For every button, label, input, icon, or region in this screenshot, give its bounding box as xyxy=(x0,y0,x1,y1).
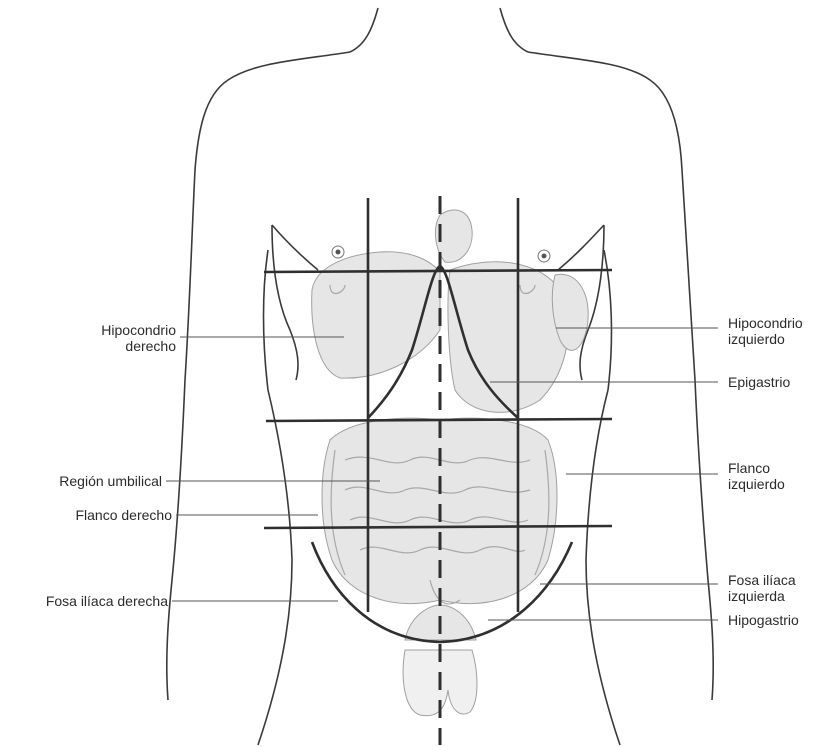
label-fosa-iliaca-derecha: Fosa ilíaca derecha xyxy=(6,593,168,609)
label-line: izquierdo xyxy=(728,331,803,347)
label-flanco-derecho: Flanco derecho xyxy=(10,507,172,523)
label-text: Fosa ilíaca derecha xyxy=(46,593,168,609)
label-fosa-iliaca-izquierda: Fosa ilíaca izquierda xyxy=(728,572,796,604)
label-line: Fosa ilíaca xyxy=(728,572,796,588)
label-hipocondrio-derecho: Hipocondrio derecho xyxy=(66,322,176,354)
label-line: Hipocondrio xyxy=(66,322,176,338)
label-text: Región umbilical xyxy=(59,473,162,489)
label-line: izquierda xyxy=(728,588,796,604)
label-line: Flanco xyxy=(728,460,785,476)
label-hipocondrio-izquierdo: Hipocondrio izquierdo xyxy=(728,315,803,347)
label-text: Epigastrio xyxy=(728,374,790,390)
label-epigastrio: Epigastrio xyxy=(728,374,790,390)
label-hipogastrio: Hipogastrio xyxy=(728,612,799,628)
label-line: derecho xyxy=(66,338,176,354)
label-region-umbilical: Región umbilical xyxy=(10,473,162,489)
label-flanco-izquierdo: Flanco izquierdo xyxy=(728,460,785,492)
label-text: Flanco derecho xyxy=(75,507,172,523)
label-text: Hipogastrio xyxy=(728,612,799,628)
label-line: Hipocondrio xyxy=(728,315,803,331)
label-line: izquierdo xyxy=(728,476,785,492)
